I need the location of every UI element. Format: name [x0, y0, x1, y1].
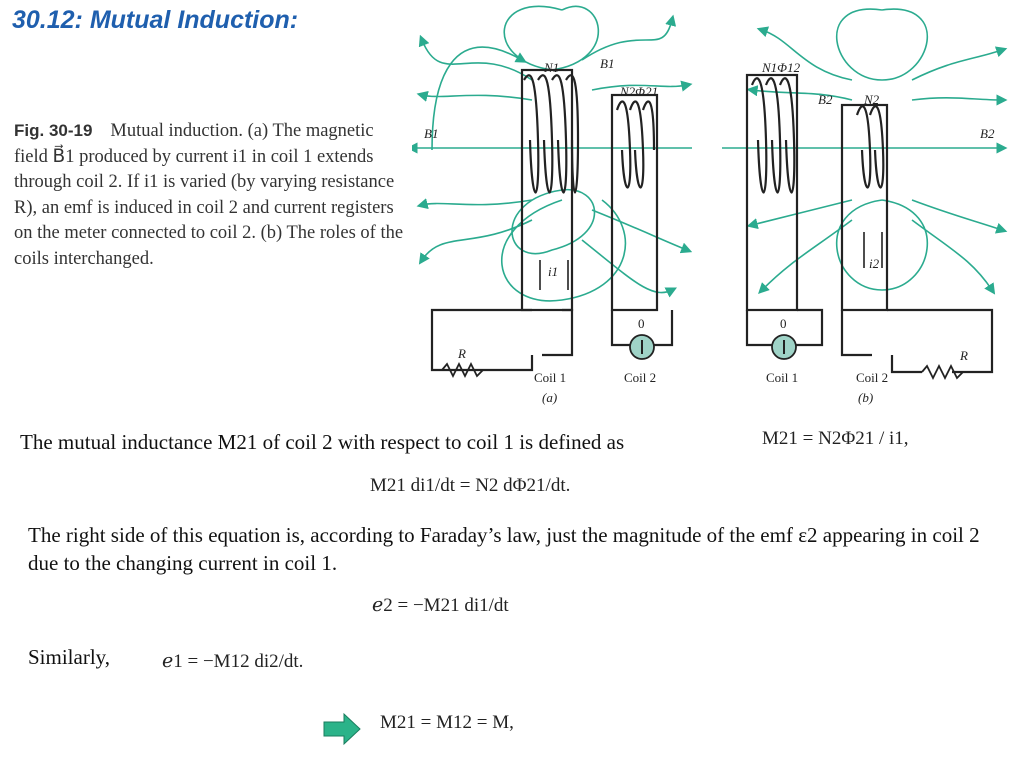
field-line [581, 14, 677, 61]
label-panel-b: (b) [858, 390, 873, 405]
label-n2phi21: N2Φ21 [619, 84, 658, 99]
label-coil1-a: Coil 1 [534, 370, 566, 385]
label-b2-top: B2 [818, 92, 833, 107]
coil1-windings-b [750, 77, 796, 194]
caption-text: Mutual induction. (a) The magnetic field… [14, 121, 404, 269]
field-line [911, 46, 1008, 81]
field-line [591, 80, 693, 92]
mutual-induction-figure: N1 B1 N2Φ21 B1 i1 R 0 Coil 1 Coil 2 (a) [412, 5, 1008, 405]
field-line [511, 188, 596, 255]
circuit-wire-b [840, 308, 994, 374]
equation-5: M21 = M12 = M, [380, 712, 514, 733]
label-r-a: R [457, 346, 466, 361]
field-line [911, 94, 1008, 106]
label-i2: i2 [869, 256, 880, 271]
resistor-b [921, 363, 964, 381]
field-line [756, 26, 853, 81]
label-b1-top: B1 [600, 56, 614, 71]
circuit-wire-meter-b [745, 308, 824, 347]
equation-3: ℯ2 = −M21 di1/dt [372, 595, 509, 616]
field-line [416, 90, 533, 102]
resistor-a [441, 361, 484, 379]
coil2-windings-a [615, 100, 656, 189]
equation-1: M21 = N2Φ21 / i1, [762, 428, 909, 449]
field-line [746, 199, 853, 230]
field-line [746, 85, 853, 101]
coil1-form-a [520, 68, 574, 312]
label-i1: i1 [548, 264, 558, 279]
coil1-windings-a [523, 74, 580, 194]
label-n1phi12: N1Φ12 [761, 60, 801, 75]
equation-2: M21 di1/dt = N2 dΦ21/dt. [370, 475, 571, 496]
coil2-form-b [840, 103, 889, 312]
body-text-faraday: The right side of this equation is, acco… [28, 523, 980, 575]
field-line [835, 8, 929, 81]
label-r-b: R [959, 348, 968, 363]
equation-4: ℯ1 = −M12 di2/dt. [162, 651, 304, 672]
label-coil1-b: Coil 1 [766, 370, 798, 385]
coil2-windings-b [855, 105, 885, 189]
label-coil2-b: Coil 2 [856, 370, 888, 385]
coil1-form-b [745, 73, 799, 312]
field-line [911, 199, 1008, 234]
coil2-form-a [610, 93, 659, 312]
page-title: 30.12: Mutual Induction: [12, 6, 299, 34]
body-text-similarly: Similarly, [28, 645, 111, 669]
field-line [501, 199, 627, 302]
field-line [418, 34, 533, 81]
body-text-definition: The mutual inductance M21 of coil 2 with… [20, 430, 625, 454]
meter-zero-b: 0 [780, 316, 787, 331]
field-line [911, 219, 996, 295]
label-n2: N2 [863, 92, 880, 107]
figure-label: Fig. 30-19 [14, 121, 93, 140]
label-n1: N1 [543, 60, 559, 75]
label-coil2-a: Coil 2 [624, 370, 656, 385]
label-b1-left: B1 [424, 126, 438, 141]
field-line [416, 198, 533, 210]
right-arrow-icon [323, 712, 361, 746]
field-line [591, 209, 693, 254]
meter-zero-a: 0 [638, 316, 645, 331]
circuit-wire-a [430, 308, 574, 372]
field-line [581, 239, 678, 298]
field-line [418, 219, 533, 265]
label-panel-a: (a) [542, 390, 557, 405]
label-b2-right: B2 [980, 126, 995, 141]
